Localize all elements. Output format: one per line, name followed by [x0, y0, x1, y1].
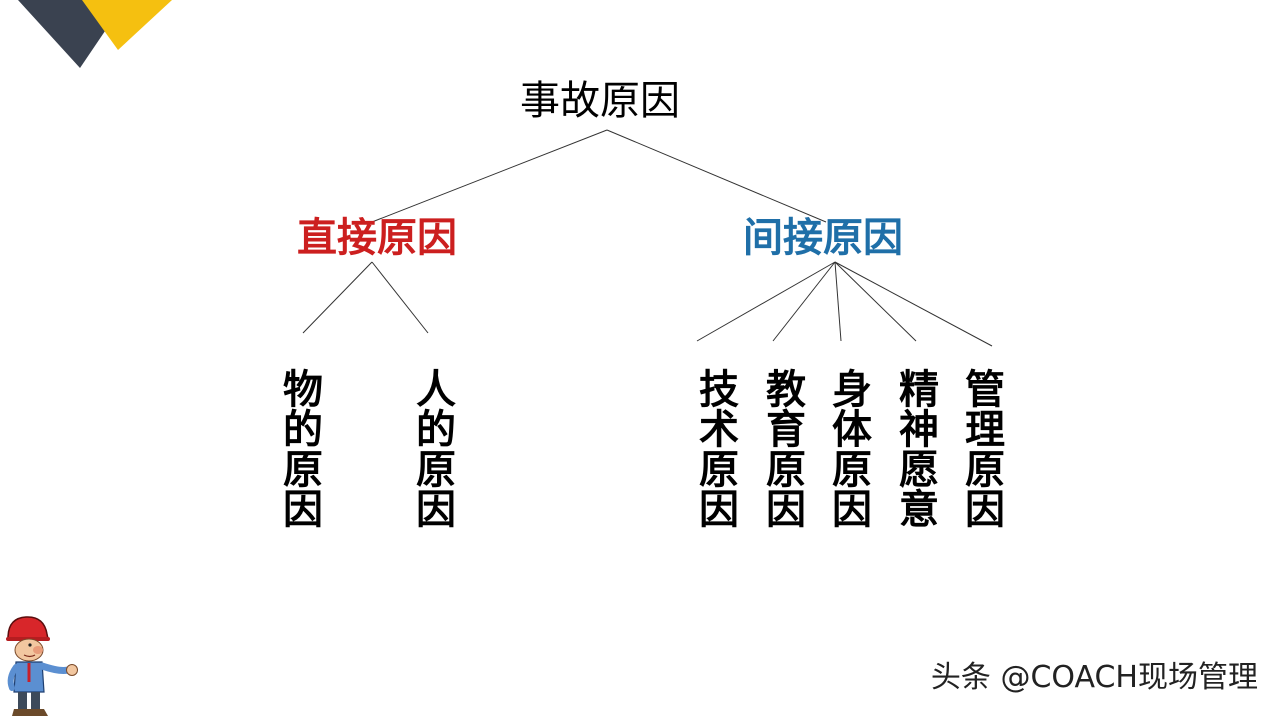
connector-root-indirect	[606, 129, 827, 223]
leaf-education-cause: 教育原因	[759, 368, 805, 528]
mascot-leg-left	[18, 692, 27, 710]
corner-decoration	[18, 0, 172, 68]
mascot-leg-right	[31, 692, 40, 710]
leaf-material-cause: 物的原因	[276, 368, 322, 528]
watermark-text: 头条 @COACH现场管理	[930, 660, 1258, 695]
mascot-eye	[28, 643, 32, 647]
mascot-boot-left	[12, 709, 29, 716]
connector-root-direct	[371, 129, 608, 223]
mascot-boot-right	[29, 709, 48, 716]
connector-indirect-education	[772, 261, 836, 342]
corner-yellow-triangle	[82, 0, 172, 50]
root-node-label: 事故原因	[520, 78, 680, 124]
mascot-other-arm	[7, 664, 19, 691]
connector-indirect-physical	[834, 261, 842, 342]
connector-direct-human	[371, 261, 429, 334]
branch-direct-label: 直接原因	[297, 215, 457, 261]
mascot-helmet	[7, 616, 49, 640]
branch-indirect-label: 间接原因	[743, 215, 903, 261]
connector-indirect-technical	[696, 261, 836, 342]
leaf-technical-cause: 技术原因	[692, 368, 738, 528]
connector-indirect-mental	[834, 261, 917, 342]
leaf-management-cause: 管理原因	[958, 368, 1004, 528]
mascot-mouth	[23, 654, 36, 658]
connector-direct-material	[302, 261, 373, 334]
connector-indirect-management	[834, 261, 993, 347]
leaf-human-cause: 人的原因	[409, 368, 455, 528]
leaf-physical-cause: 身体原因	[825, 368, 871, 528]
safety-worker-icon	[6, 616, 78, 716]
mascot-arm	[38, 662, 72, 674]
mascot-hand	[66, 664, 78, 676]
mascot-nose	[33, 646, 43, 654]
leaf-mental-cause: 精神愿意	[892, 368, 938, 528]
